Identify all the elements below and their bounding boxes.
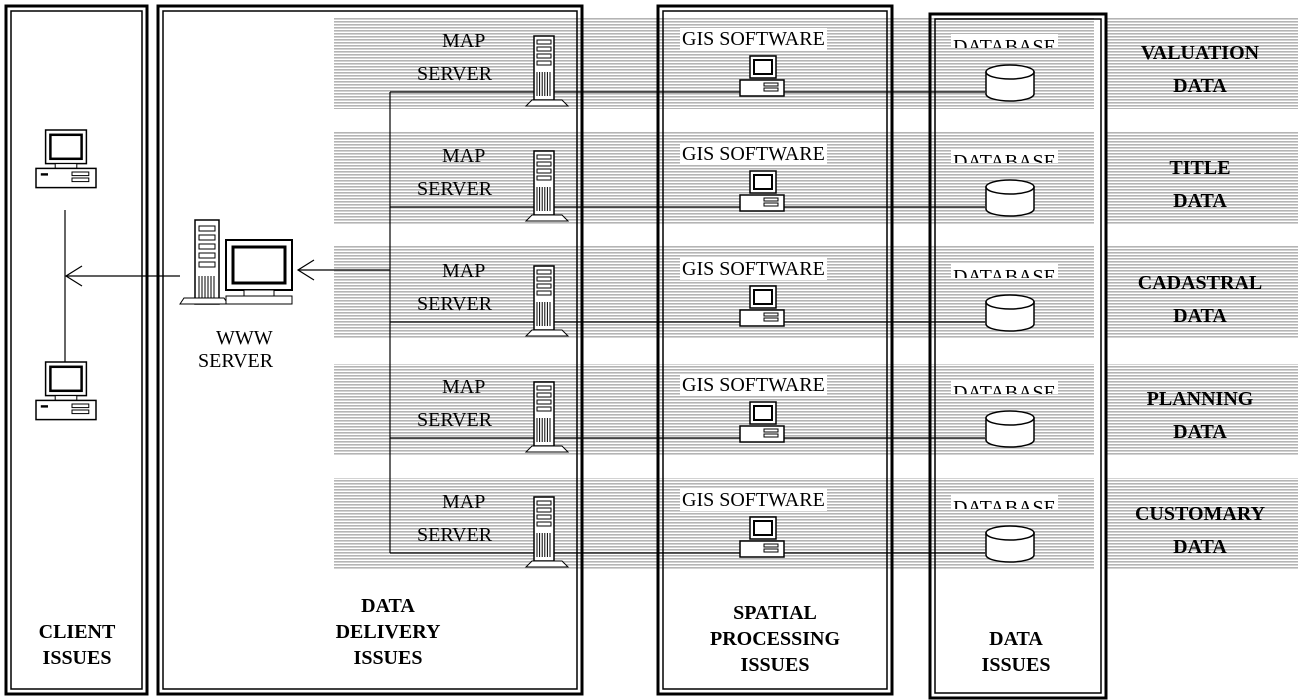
desktop-computer-icon xyxy=(739,285,785,327)
spatial-issues-label: SPATIAL PROCESSING ISSUES xyxy=(690,600,860,678)
delivery-column-frame xyxy=(156,4,584,696)
server-with-monitor-icon xyxy=(179,219,293,305)
database-cylinder-icon xyxy=(985,410,1035,448)
database-label: DATABASE xyxy=(951,34,1058,48)
gis-software-label: GIS SOFTWARE xyxy=(680,143,827,165)
data-set-name-line1: PLANNING xyxy=(1146,388,1254,410)
data-column-frame xyxy=(928,12,1108,700)
data-issues-label: DATA ISSUES xyxy=(956,626,1076,678)
tower-server-icon xyxy=(524,496,570,568)
map-server-label-line1: MAP xyxy=(442,260,486,282)
desktop-computer-icon xyxy=(35,361,97,421)
map-server-label-line2: SERVER xyxy=(417,178,493,200)
data-set-name-line2: DATA xyxy=(1173,75,1227,97)
row-band-right xyxy=(1106,364,1298,456)
client-column-frame xyxy=(4,4,149,696)
database-label: DATABASE xyxy=(951,149,1058,163)
map-server-label-line2: SERVER xyxy=(417,293,493,315)
row-1-icons xyxy=(390,35,1035,107)
map-server-label-line1: MAP xyxy=(442,145,486,167)
data-set-name-line2: DATA xyxy=(1173,190,1227,212)
row-band-right xyxy=(1106,17,1298,109)
data-set-name-line2: DATA xyxy=(1173,421,1227,443)
tower-server-icon xyxy=(524,35,570,107)
gis-software-label: GIS SOFTWARE xyxy=(680,374,827,396)
map-server-label-line1: MAP xyxy=(442,30,486,52)
desktop-computer-icon xyxy=(739,55,785,97)
tower-server-icon xyxy=(524,150,570,222)
client-issues-label: CLIENT ISSUES xyxy=(22,619,132,671)
desktop-computer-icon xyxy=(35,129,97,189)
row-bands xyxy=(334,17,1298,570)
tower-server-icon xyxy=(524,265,570,337)
data-set-name-line2: DATA xyxy=(1173,536,1227,558)
desktop-computer-icon xyxy=(739,401,785,443)
delivery-issues-label: DATA DELIVERY ISSUES xyxy=(318,593,458,671)
data-issues-text: DATA ISSUES xyxy=(981,628,1051,676)
database-label: DATABASE xyxy=(951,264,1058,278)
row-band-right xyxy=(1106,246,1298,338)
spatial-issues-text: SPATIAL PROCESSING ISSUES xyxy=(709,602,841,676)
data-set-name-line2: DATA xyxy=(1173,305,1227,327)
desktop-computer-icon xyxy=(739,516,785,558)
delivery-issues-text: DATA DELIVERY ISSUES xyxy=(335,595,441,669)
database-label: DATABASE xyxy=(951,495,1058,509)
gis-software-label: GIS SOFTWARE xyxy=(680,258,827,280)
database-cylinder-icon xyxy=(985,294,1035,332)
client-issues-text: CLIENT ISSUES xyxy=(38,621,116,669)
row-band-right xyxy=(1106,478,1298,570)
www-server-label-line1: WWW xyxy=(216,327,273,349)
map-server-label-line2: SERVER xyxy=(417,524,493,546)
row-3-icons xyxy=(390,265,1035,337)
map-server-label-line2: SERVER xyxy=(417,63,493,85)
data-set-name-line1: TITLE xyxy=(1169,157,1231,179)
map-server-label-line1: MAP xyxy=(442,376,486,398)
data-set-name-line1: VALUATION xyxy=(1140,42,1260,64)
data-set-name-line1: CADASTRAL xyxy=(1137,272,1263,294)
row-5-icons xyxy=(390,496,1035,568)
gis-software-label: GIS SOFTWARE xyxy=(680,489,827,511)
database-cylinder-icon xyxy=(985,525,1035,563)
database-cylinder-icon xyxy=(985,179,1035,217)
map-server-label-line1: MAP xyxy=(442,491,486,513)
row-4-icons xyxy=(390,381,1035,453)
spatial-column-frame xyxy=(656,4,894,696)
database-cylinder-icon xyxy=(985,64,1035,102)
data-set-name-line1: CUSTOMARY xyxy=(1134,503,1266,525)
desktop-computer-icon xyxy=(739,170,785,212)
row-2-icons xyxy=(390,150,1035,222)
row-band-right xyxy=(1106,132,1298,224)
database-label: DATABASE xyxy=(951,380,1058,394)
map-server-label-line2: SERVER xyxy=(417,409,493,431)
gis-software-label: GIS SOFTWARE xyxy=(680,28,827,50)
www-server-label-line2: SERVER xyxy=(198,350,274,372)
tower-server-icon xyxy=(524,381,570,453)
